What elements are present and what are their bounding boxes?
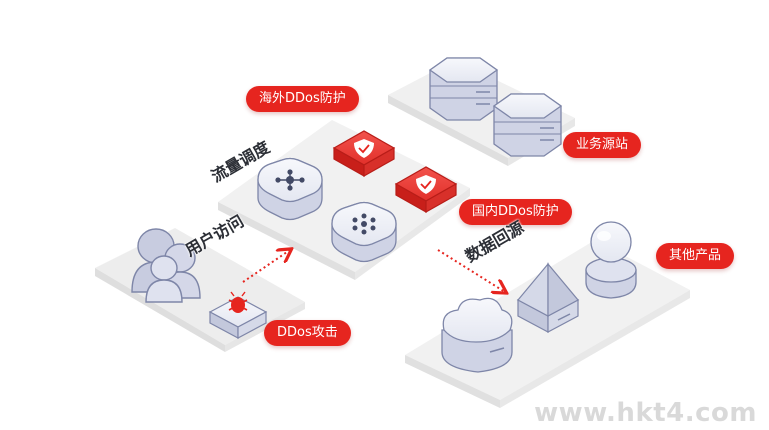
ddos-attack-block [208,291,268,340]
scheduler-node-block [257,157,323,221]
cloud-server-block [441,297,513,373]
platform-traffic-scheduling [218,120,470,280]
bug-icon [228,291,248,313]
domestic-ddos-protection-label: 国内DDos防护 [459,199,572,225]
pyramid-server-block [516,262,580,333]
ddos-attack-label: DDos攻击 [264,320,351,346]
other-products-label: 其他产品 [656,243,735,269]
network-hub-icon [275,169,305,191]
overseas-ddos-protection-label: 海外DDos防护 [246,86,359,112]
shield-icon [354,139,374,158]
cluster-dots-icon [352,213,376,235]
shield-icon [416,175,436,194]
overseas-shield-block [332,130,396,178]
watermark: www.hkt4.com [534,398,757,428]
return-arrow [437,249,505,292]
users-icon [131,228,201,303]
sphere-product-block [585,221,637,299]
domestic-shield-block [394,166,458,214]
scheduler-cluster-block [331,201,397,263]
business-origin-label: 业务源站 [563,132,642,158]
origin-server-2 [492,93,563,157]
origin-server-1 [428,57,499,121]
